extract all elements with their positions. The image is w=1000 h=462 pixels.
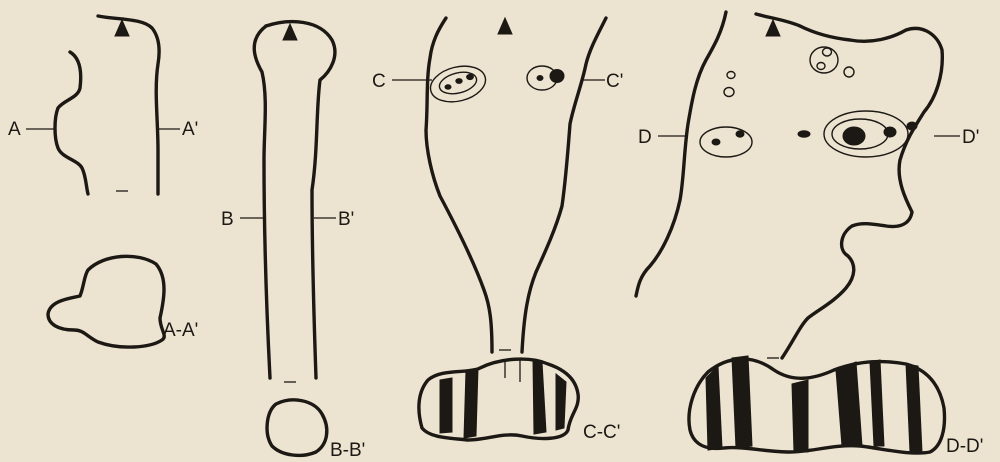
a-left-wall [55, 52, 88, 194]
label-c: C [372, 71, 386, 92]
d-ring [817, 63, 825, 70]
c-spot [537, 76, 543, 81]
d-spot [712, 139, 720, 145]
c-section-band [533, 360, 546, 434]
d-ring [724, 88, 734, 97]
a-cross-section [48, 256, 164, 347]
panel-a: A A' A-A' [8, 16, 198, 347]
arrow-up-icon [283, 24, 297, 40]
c-section-band [556, 374, 566, 430]
d-right-wall [756, 14, 942, 358]
label-b: B [221, 209, 234, 230]
d-section-band [906, 364, 922, 452]
c-spot [467, 74, 474, 79]
b-left-wall [254, 26, 270, 378]
d-left-wall [636, 12, 726, 296]
c-contour-outer-left [427, 61, 490, 108]
d-spot [736, 131, 744, 137]
label-c-prime: C' [606, 71, 623, 92]
label-a-section: A-A' [163, 320, 198, 341]
d-spot [884, 127, 896, 137]
c-left-wall [426, 18, 492, 352]
label-a: A [8, 119, 21, 140]
arrow-up-icon [115, 20, 129, 36]
d-section-band [792, 380, 808, 452]
label-a-prime: A' [182, 119, 198, 140]
c-section-band [440, 378, 452, 433]
d-section-band [732, 356, 752, 448]
d-ring [727, 72, 735, 79]
d-section-band [836, 362, 862, 446]
b-right-wall [266, 22, 335, 378]
a-right-wall [98, 16, 159, 194]
d-spot-large [843, 127, 865, 145]
c-spot [456, 79, 462, 84]
label-d-prime: D' [962, 127, 979, 148]
d-spot [798, 131, 810, 137]
panel-b: B B' B-B' [221, 22, 365, 461]
d-section-band [706, 366, 722, 450]
label-c-section: C-C' [583, 422, 620, 443]
b-cross-section [267, 400, 327, 455]
panel-d: D D' D-D' [636, 12, 983, 457]
label-b-section: B-B' [330, 440, 365, 461]
arrow-up-icon [498, 18, 512, 34]
c-spot-large [550, 70, 564, 83]
d-contour [700, 127, 752, 157]
label-b-prime: B' [338, 209, 354, 230]
d-section-band [870, 360, 884, 446]
label-d: D [638, 127, 652, 148]
c-section-band [464, 368, 478, 438]
c-spot [445, 85, 451, 89]
d-ring [844, 67, 854, 77]
label-d-section: D-D' [946, 436, 983, 457]
panel-c: C C' C-C' [372, 18, 623, 443]
d-ring [823, 48, 832, 56]
arrow-up-icon [766, 20, 780, 36]
d-spot [907, 122, 917, 130]
